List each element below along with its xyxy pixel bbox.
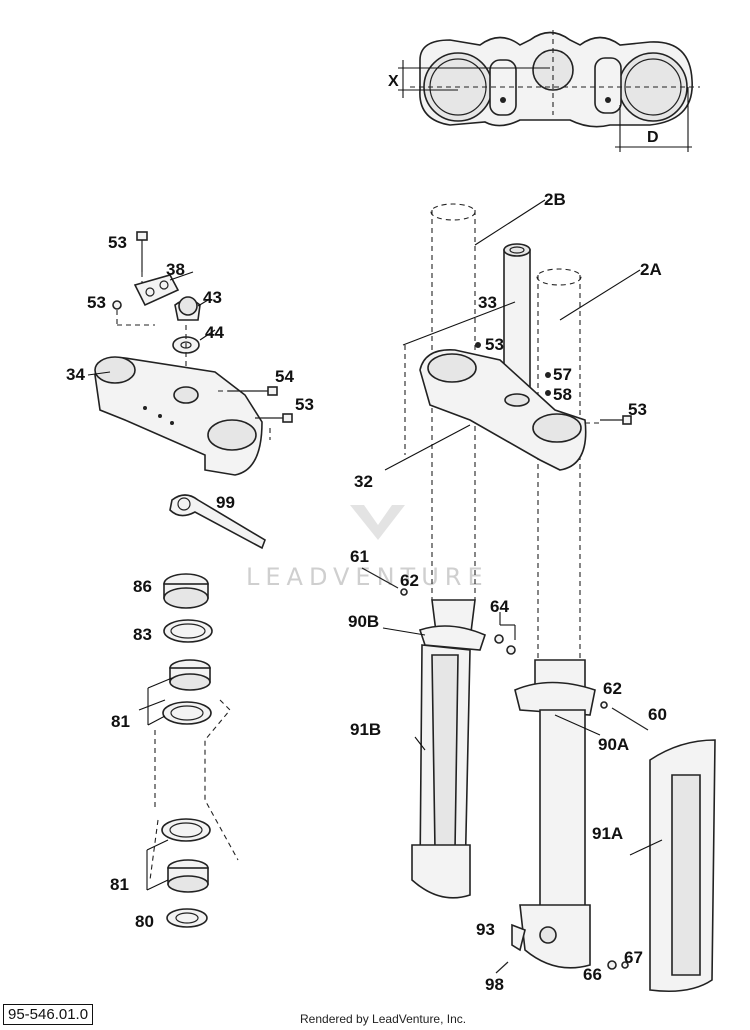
triple-clamp-top-view: X D [388,30,700,152]
left-fork-leg [411,599,486,899]
callout-98: 98 [485,975,504,994]
callout-62-right: 62 [603,679,622,698]
callout-38: 38 [166,260,185,279]
callout-32: 32 [354,472,373,491]
callout-99: 99 [216,493,235,512]
callout-33: 33 [478,293,497,312]
callout-53-top: 53 [108,233,127,252]
callout-61: 61 [350,547,369,566]
callout-54: 54 [275,367,294,386]
callout-53-stem: 53 [485,335,504,354]
fork-guard [649,739,716,993]
dimension-x-label: X [388,73,399,90]
watermark: LEADVENTURE [246,505,489,591]
callout-2b: 2B [544,190,566,209]
callout-83: 83 [133,625,152,644]
small-hardware [361,567,649,974]
dimension-d-label: D [647,129,659,146]
callout-58: 58 [553,385,572,404]
watermark-text: LEADVENTURE [246,563,489,591]
callout-60: 60 [648,705,667,724]
callout-91a: 91A [592,824,623,843]
right-fork-leg [514,659,596,969]
fork-tubes-dashed [404,203,582,660]
callout-57: 57 [553,365,572,384]
callout-34: 34 [66,365,85,384]
callout-66: 66 [583,965,602,984]
callout-90b: 90B [348,612,379,631]
callout-67: 67 [624,948,643,967]
callouts: 2B 2A 33 53 57 58 53 32 53 38 53 43 44 3… [66,190,667,994]
callout-64: 64 [490,597,509,616]
callout-53-clamp: 53 [295,395,314,414]
callout-2a: 2A [640,260,662,279]
callout-43: 43 [203,288,222,307]
callout-53-left: 53 [87,293,106,312]
callout-53-right: 53 [628,400,647,419]
wrench-tool [169,494,266,550]
callout-81-lower: 81 [110,875,129,894]
callout-62-left: 62 [400,571,419,590]
callout-93: 93 [476,920,495,939]
callout-91b: 91B [350,720,381,739]
footer-credit: Rendered by LeadVenture, Inc. [300,1012,467,1026]
diagram-id-box: 95-546.01.0 [3,1004,94,1025]
upper-triple-clamp-assembly [94,231,293,476]
callout-81-upper: 81 [111,712,130,731]
callout-44: 44 [205,323,224,342]
callout-80: 80 [135,912,154,931]
steering-bearing-stack [149,573,239,928]
leader-lines [87,199,663,891]
callout-90a: 90A [598,735,629,754]
lower-triple-clamp [419,342,632,471]
callout-86: 86 [133,577,152,596]
